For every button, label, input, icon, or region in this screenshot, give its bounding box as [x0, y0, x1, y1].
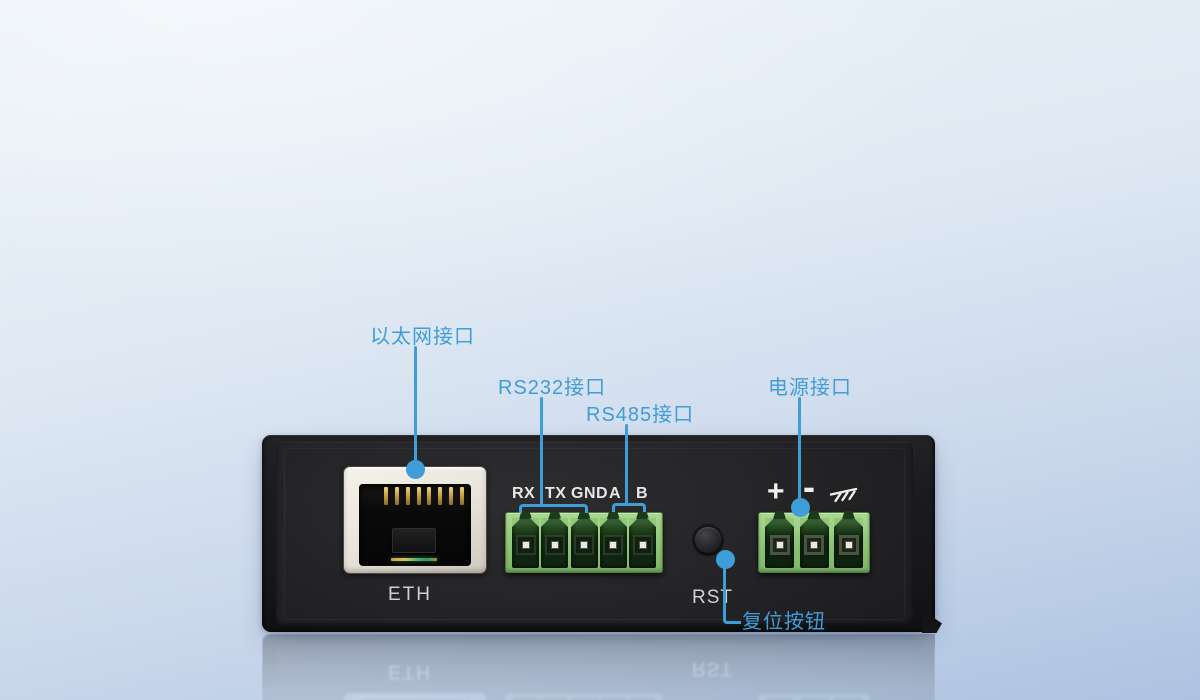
pin-socket	[765, 511, 794, 568]
callout-rs485-bracket	[612, 503, 646, 512]
pin-contact	[638, 541, 647, 549]
rj45-pcb-edge	[391, 558, 437, 561]
power-terminal-block	[758, 511, 870, 573]
serial-pin-label-a: A	[609, 485, 622, 502]
serial-terminal-block	[505, 511, 663, 573]
serial-pin-label-gnd: GND	[571, 485, 609, 502]
device-panel: ETH RX TX GND A B RST + -	[262, 435, 942, 633]
pin-socket	[541, 511, 569, 568]
pin-socket	[599, 511, 627, 568]
serial-pin-label-tx: TX	[545, 485, 567, 502]
pin-socket	[570, 511, 598, 568]
device-reflection: ETH RX TX GND A B RST + -	[262, 634, 935, 700]
callout-reset-dot	[716, 550, 735, 569]
rj45-gold-pins	[384, 487, 464, 505]
rj45-center-block	[392, 528, 436, 553]
mount-tab	[922, 610, 942, 633]
reset-button	[695, 527, 721, 553]
callout-rs485-label: RS485接口	[586, 404, 695, 426]
callout-ethernet-dot	[406, 460, 425, 479]
serial-pin-label-rx: RX	[512, 485, 536, 502]
serial-pin-label-b: B	[636, 485, 649, 502]
ethernet-port-label: ETH	[388, 584, 432, 605]
callout-rs232-label: RS232接口	[498, 377, 607, 399]
callout-power-line	[798, 397, 801, 501]
callout-reset-line	[723, 566, 741, 624]
power-plus-label: +	[767, 475, 785, 508]
pin-socket	[629, 511, 656, 568]
callout-power-label: 电源接口	[768, 377, 852, 399]
callout-rs485-line	[625, 424, 628, 504]
pin-contact	[521, 541, 530, 549]
pin-contact	[775, 541, 784, 549]
pin-contact	[844, 541, 853, 549]
pin-socket	[512, 511, 539, 568]
chassis-ground-icon	[829, 487, 858, 503]
power-minus-label: -	[803, 466, 815, 507]
pin-socket	[799, 511, 829, 568]
pin-contact	[580, 541, 588, 549]
callout-ethernet-label: 以太网接口	[370, 326, 475, 348]
pin-contact	[810, 541, 818, 549]
rj45-socket	[359, 484, 471, 566]
ethernet-port	[343, 466, 487, 574]
pin-contact	[609, 541, 618, 549]
callout-ethernet-line	[414, 346, 417, 462]
callout-rs232-line	[540, 397, 543, 505]
pin-contact	[550, 541, 559, 549]
pin-socket	[834, 511, 863, 568]
callout-rs232-bracket	[519, 504, 588, 513]
callout-reset-label: 复位按钮	[742, 611, 826, 633]
reset-button-label: RST	[692, 587, 733, 608]
callout-power-dot	[791, 498, 810, 517]
